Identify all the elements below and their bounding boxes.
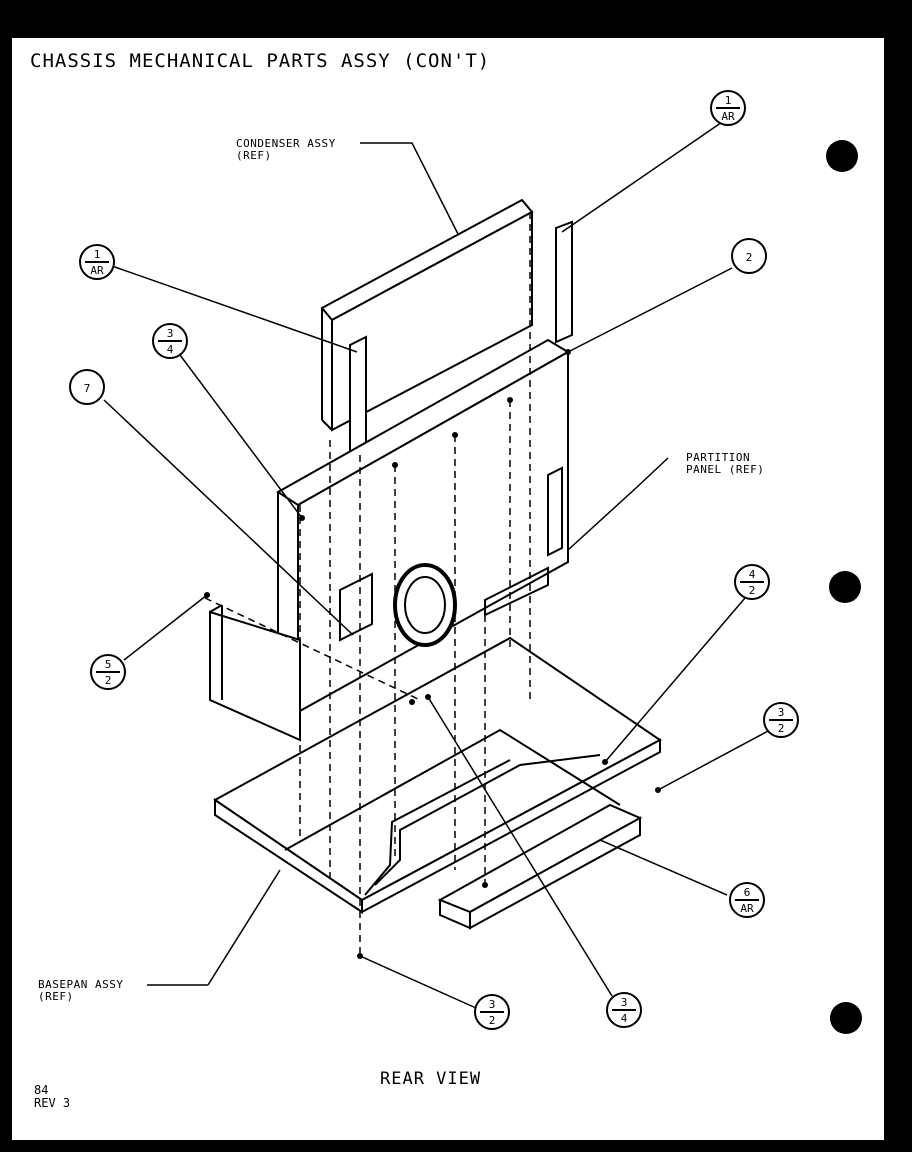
page-footer: 84 REV 3 xyxy=(34,1084,70,1110)
svg-text:7: 7 xyxy=(84,382,91,395)
callout-3-2-right: 32 xyxy=(763,702,799,738)
binder-hole-bottom xyxy=(830,1002,862,1034)
callout-5-2: 52 xyxy=(90,654,126,690)
condenser-assy-label: CONDENSER ASSY (REF) xyxy=(236,137,336,162)
svg-text:2: 2 xyxy=(489,1014,496,1027)
svg-text:1: 1 xyxy=(725,94,732,107)
callout-7: 7 xyxy=(69,369,105,405)
svg-text:2: 2 xyxy=(105,674,112,687)
svg-text:4: 4 xyxy=(621,1012,628,1025)
view-caption: REAR VIEW xyxy=(380,1069,482,1089)
svg-text:5: 5 xyxy=(105,658,112,671)
fastener-dots xyxy=(204,349,661,959)
callout-6-ar: 6AR xyxy=(729,882,765,918)
callout-1-ar-left: 1AR xyxy=(79,244,115,280)
svg-text:AR: AR xyxy=(90,264,104,277)
callout-1-ar-top: 1AR xyxy=(710,90,746,126)
svg-text:3: 3 xyxy=(167,327,174,340)
svg-text:2: 2 xyxy=(749,584,756,597)
svg-text:3: 3 xyxy=(621,996,628,1009)
svg-text:AR: AR xyxy=(721,110,735,123)
callout-2: 2 xyxy=(731,238,767,274)
svg-text:2: 2 xyxy=(778,722,785,735)
front-bar xyxy=(437,803,643,930)
binder-hole-top xyxy=(826,140,858,172)
partition-panel-label: PARTITION PANEL (REF) xyxy=(686,451,765,476)
svg-text:1: 1 xyxy=(94,248,101,261)
callout-4-2: 42 xyxy=(734,564,770,600)
callout-3-4-bottom: 34 xyxy=(606,992,642,1028)
basepan-assembly xyxy=(213,636,662,914)
svg-text:4: 4 xyxy=(167,343,174,356)
basepan-assy-label: BASEPAN ASSY (REF) xyxy=(38,978,124,1003)
svg-text:2: 2 xyxy=(746,251,753,264)
callout-3-4-upper: 34 xyxy=(152,323,188,359)
binder-hole-middle xyxy=(829,571,861,603)
revision-label: REV 3 xyxy=(34,1096,71,1110)
page-title: CHASSIS MECHANICAL PARTS ASSY (CON'T) xyxy=(30,50,491,72)
condenser-assembly xyxy=(320,198,573,454)
callout-3-2-bottom: 32 xyxy=(474,994,510,1030)
side-bracket xyxy=(209,604,301,742)
page-number: 84 xyxy=(34,1083,49,1097)
svg-text:3: 3 xyxy=(778,706,785,719)
svg-text:6: 6 xyxy=(744,886,751,899)
svg-text:4: 4 xyxy=(749,568,756,581)
svg-text:AR: AR xyxy=(740,902,754,915)
svg-text:3: 3 xyxy=(489,998,496,1011)
